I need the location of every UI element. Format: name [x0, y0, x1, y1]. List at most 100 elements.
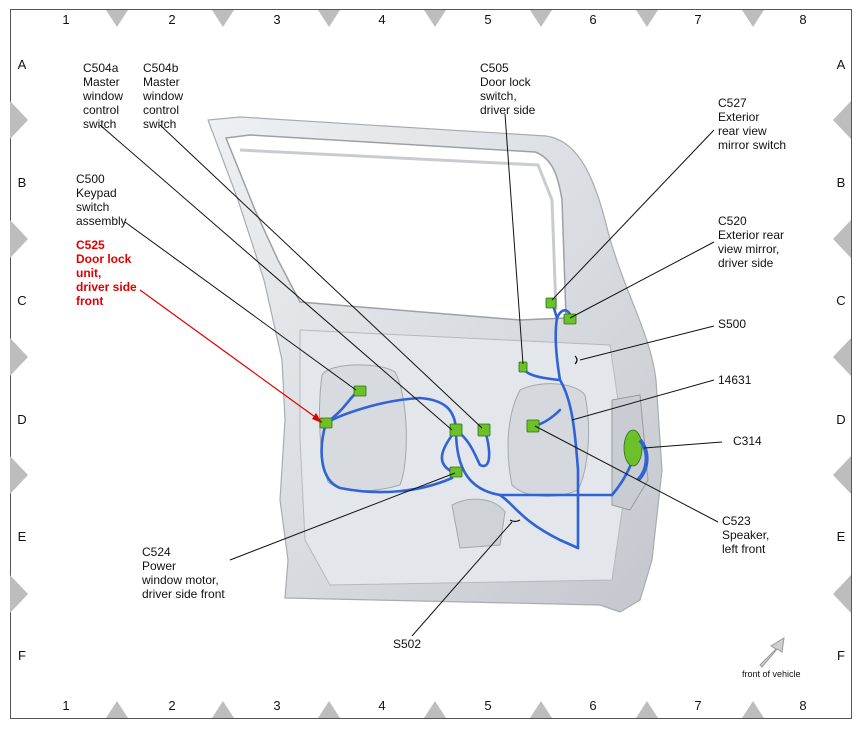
- callout-line: window: [82, 89, 123, 103]
- leader-c504b: [159, 124, 483, 429]
- column-label: 1: [62, 698, 69, 713]
- callout-line: driver side front: [142, 587, 225, 601]
- callout-s502: S502: [393, 637, 421, 651]
- row-label: C: [836, 293, 845, 308]
- panel-cutout-left: [319, 364, 407, 492]
- callout-line: C520: [718, 214, 747, 228]
- leader-s502: [411, 521, 513, 637]
- callout-c525: C525 Door lock unit, driver side front: [76, 238, 140, 308]
- column-label: 6: [589, 698, 596, 713]
- callout-line: Speaker,: [722, 528, 769, 542]
- callout-line: front: [76, 294, 103, 308]
- callout-line: C504b: [143, 61, 179, 75]
- connector-c314[interactable]: [623, 429, 643, 467]
- connector-c523[interactable]: [526, 419, 540, 433]
- connector-c527[interactable]: [545, 297, 557, 309]
- leader-c527: [551, 129, 715, 301]
- callout-line: Master: [143, 75, 180, 89]
- callout-line: driver side: [76, 280, 137, 294]
- callout-line: switch: [76, 200, 109, 214]
- leader-c505: [504, 113, 524, 365]
- callout-labels: C504a Master window control switch C504b…: [76, 61, 787, 651]
- callout-line: control: [83, 103, 119, 117]
- splice-s502-mark: [509, 519, 521, 523]
- column-label: 5: [484, 12, 491, 27]
- row-label: E: [18, 529, 27, 544]
- callout-line: window: [142, 89, 183, 103]
- callout-line: window motor,: [141, 573, 219, 587]
- connector-c504a[interactable]: [449, 423, 463, 437]
- callout-line: rear view: [718, 124, 767, 138]
- callout-c520: C520 Exterior rear view mirror, driver s…: [718, 214, 787, 270]
- callout-line: view mirror,: [718, 242, 779, 256]
- column-label: 7: [694, 698, 701, 713]
- callout-14631: 14631: [718, 373, 752, 387]
- callout-line: left front: [722, 542, 766, 556]
- callout-line: assembly: [76, 214, 127, 228]
- splice-s500-mark: [574, 355, 578, 365]
- lower-cutout: [451, 498, 506, 549]
- column-label: 6: [589, 12, 596, 27]
- harness-branch-s502: [498, 493, 580, 550]
- arrow-up-right-icon: [759, 637, 785, 668]
- grid-column-labels-top: 1 2 3 4 5 6 7 8: [62, 12, 806, 27]
- leader-c500: [124, 221, 357, 391]
- column-label: 2: [168, 698, 175, 713]
- callout-line: C524: [142, 545, 171, 559]
- callout-c314: C314: [733, 434, 762, 448]
- row-label: A: [18, 57, 27, 72]
- row-label: E: [837, 529, 846, 544]
- callout-line: mirror switch: [718, 138, 786, 152]
- connector-c525[interactable]: [319, 417, 333, 429]
- leader-c504a: [99, 124, 453, 431]
- connector-c524[interactable]: [449, 466, 463, 478]
- harness-branch-c525: [320, 421, 454, 494]
- callout-line: Master: [83, 75, 120, 89]
- callout-s500: S500: [718, 317, 746, 331]
- callout-line: driver side: [480, 103, 536, 117]
- column-label: 1: [62, 12, 69, 27]
- column-label: 7: [694, 12, 701, 27]
- callout-line: unit,: [76, 266, 101, 280]
- row-label: A: [837, 57, 846, 72]
- harness-branch-c504b: [454, 428, 491, 468]
- column-label: 4: [378, 12, 385, 27]
- row-label: F: [837, 648, 845, 663]
- callout-line: switch: [83, 117, 116, 131]
- window-channel: [239, 148, 558, 311]
- c314-cable: [636, 438, 649, 482]
- door-illustration: [207, 116, 663, 613]
- harness-main: [324, 396, 614, 497]
- front-of-vehicle-label: front of vehicle: [742, 669, 801, 679]
- callout-c523: C523 Speaker, left front: [722, 514, 773, 556]
- grid-frame-marks: [10, 10, 851, 718]
- callout-c505: C505 Door lock switch, driver side: [480, 61, 536, 117]
- leader-c520: [569, 241, 715, 319]
- connectors: [319, 297, 643, 478]
- leader-lines: [99, 113, 723, 637]
- leader-c525-arrowhead: [312, 413, 322, 423]
- callout-c504b: C504b Master window control switch: [142, 61, 186, 131]
- column-label: 3: [273, 698, 280, 713]
- leader-c525: [139, 289, 323, 423]
- callout-c504a: C504a Master window control switch: [82, 61, 126, 131]
- row-label: D: [836, 412, 845, 427]
- row-label: C: [17, 293, 26, 308]
- callout-line: C523: [722, 514, 751, 528]
- callout-line: Exterior rear: [718, 228, 784, 242]
- row-label: D: [17, 412, 26, 427]
- connector-c500[interactable]: [353, 385, 367, 397]
- callout-line: Door lock: [76, 252, 132, 266]
- column-label: 4: [378, 698, 385, 713]
- column-label: 8: [799, 698, 806, 713]
- column-label: 8: [799, 12, 806, 27]
- callout-line: Keypad: [76, 186, 117, 200]
- row-label: B: [837, 175, 846, 190]
- callout-line: Exterior: [718, 110, 759, 124]
- leader-c524: [229, 472, 456, 561]
- callout-line: C504a: [83, 61, 119, 75]
- callout-c524: C524 Power window motor, driver side fro…: [141, 545, 225, 601]
- grid-column-labels-bottom: 1 2 3 4 5 6 7 8: [62, 698, 806, 713]
- callout-line: C500: [76, 172, 105, 186]
